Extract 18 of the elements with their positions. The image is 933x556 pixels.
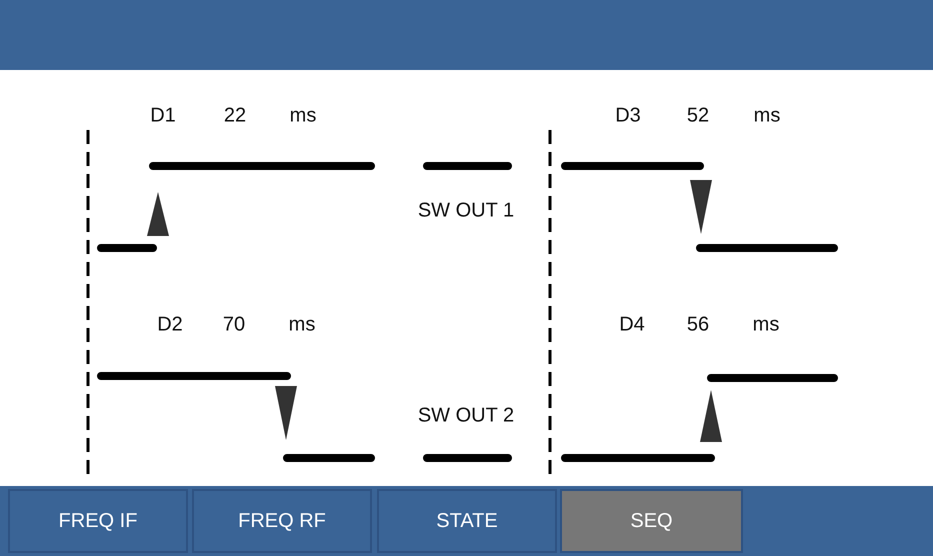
unit-label: ms	[754, 104, 780, 128]
delay-name: D3	[615, 104, 641, 128]
signal-label: SW OUT 2	[418, 404, 514, 428]
delay-value: 22	[224, 104, 246, 128]
unit-label: ms	[752, 314, 780, 336]
signal-label: SW OUT 1	[418, 200, 514, 222]
delay-value: 70	[222, 314, 246, 336]
unit-label: ms	[290, 104, 316, 128]
delay-name: D2	[157, 314, 183, 336]
delay-value: 56	[686, 314, 710, 336]
unit-label: ms	[288, 314, 316, 336]
delay-value: 52	[686, 104, 710, 128]
nav-tab: SEQ	[560, 489, 743, 553]
nav-tab: STATE	[377, 489, 557, 553]
nav-tab: FREQ RF	[192, 489, 372, 553]
delay-name: D1	[150, 104, 176, 128]
delay-name: D4	[619, 314, 645, 336]
nav-tab: FREQ IF	[8, 489, 188, 553]
